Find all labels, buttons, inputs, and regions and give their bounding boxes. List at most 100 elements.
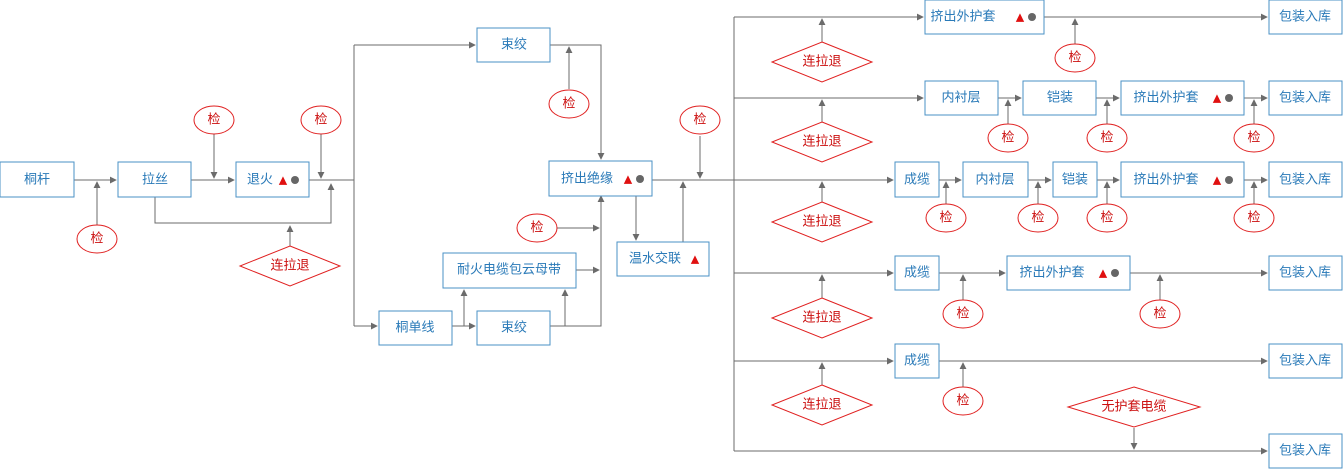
process-box: 挤出外护套 ▲ [1120, 80, 1245, 116]
inspection-label: 检 [90, 232, 103, 247]
process-label: 铠装 [1047, 90, 1073, 106]
inspection-circle: 检 [1233, 123, 1275, 153]
triangle-mark-icon: ▲ [1016, 11, 1025, 24]
inspection-circle: 检 [679, 105, 721, 135]
inspection-label: 检 [693, 113, 706, 128]
process-label: 内衬层 [975, 172, 1014, 188]
process-box: 包装入库 [1268, 80, 1343, 116]
inspection-circle: 检 [925, 203, 967, 233]
process-label: 内衬层 [941, 90, 980, 106]
process-box: 束绞 [476, 310, 551, 346]
process-label: 包装入库 [1279, 443, 1331, 459]
process-label: 包装入库 [1279, 353, 1331, 369]
process-box: 温水交联 ▲ [616, 241, 710, 277]
process-label: 桐单线 [395, 321, 434, 336]
inspection-label: 检 [1247, 211, 1260, 226]
process-box: 挤出绝缘 ▲ [548, 160, 653, 197]
continuous-exit-diamond: 连拉退 [770, 297, 874, 339]
process-box: 退火 ▲ [235, 161, 310, 198]
dot-mark-icon [1225, 176, 1233, 184]
process-box: 束绞 [476, 27, 551, 63]
process-box: 包装入库 [1268, 343, 1343, 379]
triangle-mark-icon: ▲ [1099, 267, 1108, 280]
inspection-circle: 检 [1086, 123, 1128, 153]
process-box: 内衬层 [962, 161, 1029, 198]
inspection-label: 检 [1100, 211, 1113, 226]
diamond-label: 连拉退 [802, 397, 841, 413]
inspection-points: 检 检 检 检 检 检 检 检 检 检 检 检 检 检 检 检 检 [76, 43, 1275, 416]
decision-diamonds: 连拉退 连拉退 连拉退 连拉退 连拉退 连拉退 无护套电缆 [238, 41, 1202, 428]
inspection-circle: 检 [76, 224, 118, 254]
process-box: 挤出外护套 ▲ [924, 0, 1045, 35]
process-label: 挤出外护套 [1019, 265, 1084, 281]
inspection-circle: 检 [1017, 203, 1059, 233]
process-box: 铠装 [1022, 80, 1097, 116]
process-label: 挤出外护套 [1133, 172, 1198, 188]
inspection-circle: 检 [193, 105, 235, 135]
inspection-circle: 检 [942, 299, 984, 329]
process-label: 包装入库 [1279, 265, 1331, 281]
inspection-label: 检 [530, 221, 543, 236]
triangle-mark-icon: ▲ [691, 253, 700, 266]
process-box: 包装入库 [1268, 161, 1343, 198]
inspection-circle: 检 [1054, 43, 1096, 73]
process-label: 拉丝 [142, 173, 168, 188]
process-label: 成缆 [904, 353, 930, 369]
process-label: 温水交联 [629, 251, 681, 267]
process-label: 桐杆 [24, 173, 50, 188]
process-box: 铠装 [1052, 161, 1098, 198]
dot-mark-icon [1225, 94, 1233, 102]
inspection-label: 检 [207, 113, 220, 128]
process-label: 挤出绝缘 [561, 171, 613, 187]
process-box: 成缆 [894, 343, 940, 379]
diamond-label: 连拉退 [802, 134, 841, 150]
process-label: 耐火电缆包云母带 [457, 262, 561, 278]
diamond-label: 连拉退 [270, 258, 309, 274]
process-box: 成缆 [894, 255, 940, 291]
process-box: 桐杆 [0, 161, 75, 198]
inspection-circle: 检 [987, 123, 1029, 153]
inspection-label: 检 [956, 307, 969, 322]
dot-mark-icon [1111, 269, 1119, 277]
process-box: 挤出外护套 ▲ [1006, 255, 1131, 291]
inspection-circle: 检 [1139, 299, 1181, 329]
inspection-label: 检 [1100, 131, 1113, 146]
process-label: 铠装 [1062, 172, 1088, 188]
continuous-exit-diamond: 连拉退 [770, 201, 874, 243]
inspection-circle: 检 [1086, 203, 1128, 233]
inspection-label: 检 [1031, 211, 1044, 226]
process-label: 包装入库 [1279, 172, 1331, 188]
process-box: 内衬层 [924, 80, 999, 116]
continuous-exit-diamond: 连拉退 [770, 384, 874, 426]
process-box: 包装入库 [1268, 0, 1343, 35]
inspection-label: 检 [956, 394, 969, 409]
process-box: 挤出外护套 ▲ [1120, 161, 1245, 198]
continuous-exit-diamond: 连拉退 [770, 121, 874, 163]
diamond-label: 连拉退 [802, 310, 841, 326]
process-label: 挤出外护套 [930, 9, 995, 25]
process-label: 成缆 [904, 265, 930, 281]
continuous-exit-diamond: 连拉退 [770, 41, 874, 83]
process-label: 束绞 [501, 320, 527, 336]
process-label: 束绞 [501, 37, 527, 53]
inspection-label: 检 [562, 97, 575, 112]
process-label: 退火 [247, 173, 273, 188]
inspection-label: 检 [939, 211, 952, 226]
process-label: 包装入库 [1279, 90, 1331, 106]
inspection-circle: 检 [548, 89, 590, 119]
inspection-label: 检 [1247, 131, 1260, 146]
continuous-exit-diamond: 连拉退 [238, 245, 342, 287]
process-box: 成缆 [894, 161, 940, 198]
inspection-circle: 检 [1233, 203, 1275, 233]
inspection-label: 检 [1068, 51, 1081, 66]
process-label: 包装入库 [1279, 9, 1331, 25]
process-box: 包装入库 [1268, 433, 1343, 469]
dot-mark-icon [1028, 13, 1036, 21]
triangle-mark-icon: ▲ [1213, 92, 1222, 105]
inspection-label: 检 [1001, 131, 1014, 146]
inspection-label: 检 [1153, 307, 1166, 322]
no-sheath-cable-diamond: 无护套电缆 [1066, 386, 1202, 428]
process-box: 拉丝 [117, 161, 192, 198]
